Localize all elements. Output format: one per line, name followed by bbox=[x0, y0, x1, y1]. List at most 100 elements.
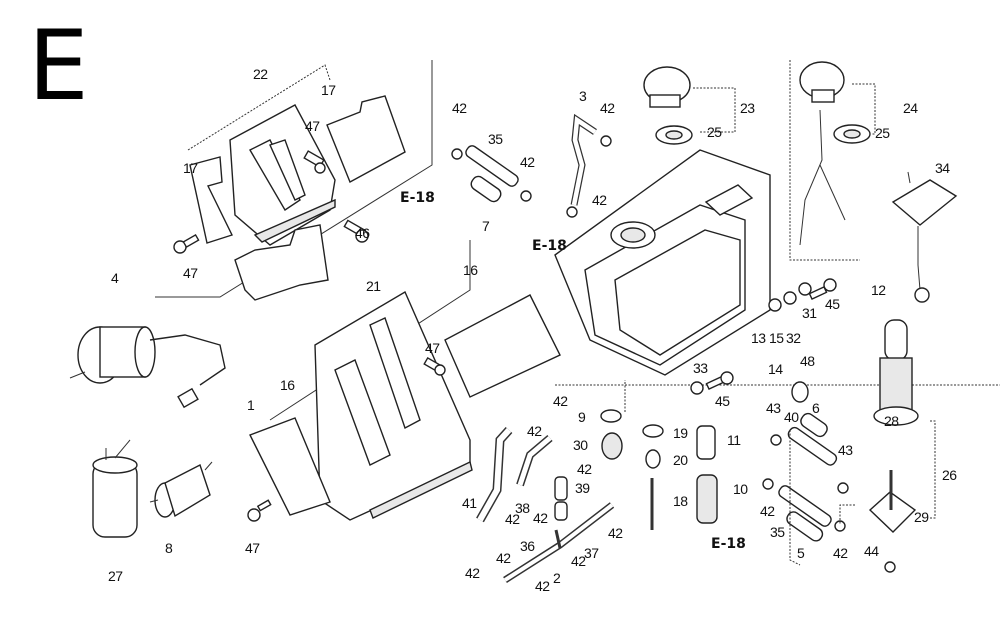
reference-e18: E-18 bbox=[400, 190, 435, 206]
callout-33: 33 bbox=[693, 360, 708, 376]
callout-21: 21 bbox=[366, 278, 381, 294]
callout-25: 25 bbox=[707, 124, 722, 140]
bolt-47-upper bbox=[303, 150, 326, 174]
clip-42-d bbox=[566, 206, 578, 218]
group-frame-top bbox=[187, 64, 331, 151]
clip-42-b bbox=[520, 190, 532, 202]
callout-3: 3 bbox=[579, 88, 587, 104]
callout-12: 12 bbox=[871, 282, 886, 298]
fuel-cap-23-drawing bbox=[643, 66, 691, 108]
fuel-cock-29-drawing bbox=[868, 470, 917, 533]
group-frame-upper bbox=[155, 60, 433, 298]
joint-30 bbox=[601, 432, 623, 460]
callout-22: 22 bbox=[253, 66, 268, 82]
pad-17-right bbox=[326, 95, 406, 183]
callout-42: 42 bbox=[760, 503, 775, 519]
hose-39b bbox=[554, 501, 568, 521]
hose-35-lower bbox=[778, 485, 832, 527]
callout-43: 43 bbox=[766, 400, 781, 416]
bracket-21-drawing bbox=[314, 290, 473, 521]
fuel-pump-4-drawing bbox=[69, 326, 226, 409]
strainer-10 bbox=[696, 474, 718, 524]
pad-17-left bbox=[189, 156, 233, 244]
hose-3-inner bbox=[571, 116, 597, 206]
strainer-28-drawing bbox=[873, 319, 919, 426]
pipe-5 bbox=[786, 511, 824, 542]
callout-7: 7 bbox=[482, 218, 490, 234]
callout-45: 45 bbox=[825, 296, 840, 312]
bracket-1-drawing bbox=[234, 224, 329, 301]
callout-42: 42 bbox=[553, 393, 568, 409]
callout-1: 1 bbox=[247, 397, 255, 413]
callout-39: 39 bbox=[575, 480, 590, 496]
callout-35: 35 bbox=[488, 131, 503, 147]
collar-15 bbox=[783, 291, 797, 305]
clip-42-p bbox=[834, 520, 846, 532]
callout-29: 29 bbox=[914, 509, 929, 525]
inline-filter-8-drawing bbox=[149, 461, 213, 518]
callout-4: 4 bbox=[111, 270, 119, 286]
callout-42: 42 bbox=[505, 511, 520, 527]
washer-33 bbox=[690, 381, 704, 395]
clip-42-a bbox=[451, 148, 463, 160]
callout-11: 11 bbox=[727, 432, 741, 448]
callout-16: 16 bbox=[463, 262, 478, 278]
callout-8: 8 bbox=[165, 540, 173, 556]
callout-42: 42 bbox=[496, 550, 511, 566]
clip-43-a bbox=[770, 434, 782, 446]
callout-34: 34 bbox=[935, 160, 950, 176]
callout-42: 42 bbox=[592, 192, 607, 208]
callout-9: 9 bbox=[578, 409, 586, 425]
callout-42: 42 bbox=[577, 461, 592, 477]
callout-31: 31 bbox=[802, 305, 817, 321]
group-frame-gauge bbox=[789, 60, 860, 261]
callout-30: 30 bbox=[573, 437, 588, 453]
pad-16-right bbox=[444, 294, 561, 398]
callout-32: 32 bbox=[786, 330, 801, 346]
washer-13 bbox=[768, 298, 782, 312]
callout-42: 42 bbox=[533, 510, 548, 526]
callout-42: 42 bbox=[535, 578, 550, 594]
callout-23: 23 bbox=[740, 100, 755, 116]
callout-35: 35 bbox=[770, 524, 785, 540]
hose-35-upper bbox=[465, 145, 519, 187]
screw-44 bbox=[884, 561, 896, 573]
spring-20 bbox=[645, 449, 661, 469]
callout-27: 27 bbox=[108, 568, 123, 584]
grommet-9 bbox=[600, 409, 622, 423]
callout-28: 28 bbox=[884, 413, 899, 429]
callout-16: 16 bbox=[280, 377, 295, 393]
callout-19: 19 bbox=[673, 425, 688, 441]
callout-44: 44 bbox=[864, 543, 879, 559]
clip-43-b bbox=[837, 482, 849, 494]
callout-14: 14 bbox=[768, 361, 783, 377]
callout-18: 18 bbox=[673, 493, 688, 509]
pipe-7 bbox=[470, 175, 502, 203]
callout-42: 42 bbox=[520, 154, 535, 170]
callout-46: 46 bbox=[355, 225, 370, 241]
reference-e18: E-18 bbox=[711, 536, 746, 552]
cup-11 bbox=[696, 425, 716, 460]
reference-e18: E-18 bbox=[532, 238, 567, 254]
tee-2 bbox=[554, 529, 562, 549]
callout-47: 47 bbox=[305, 118, 320, 134]
callout-42: 42 bbox=[465, 565, 480, 581]
callout-40: 40 bbox=[784, 409, 799, 425]
callout-13: 13 bbox=[751, 330, 766, 346]
fuel-tank-drawing bbox=[554, 149, 771, 376]
callout-5: 5 bbox=[797, 545, 805, 561]
callout-48: 48 bbox=[800, 353, 815, 369]
callout-42: 42 bbox=[833, 545, 848, 561]
callout-24: 24 bbox=[903, 100, 918, 116]
pad-16-left bbox=[249, 417, 331, 516]
bolt-45-upper bbox=[808, 278, 837, 301]
bolt-47-left bbox=[173, 233, 200, 254]
callout-26: 26 bbox=[942, 467, 957, 483]
callout-42: 42 bbox=[571, 553, 586, 569]
callout-20: 20 bbox=[673, 452, 688, 468]
bolt-46 bbox=[343, 219, 369, 243]
callout-45: 45 bbox=[715, 393, 730, 409]
callout-38: 38 bbox=[515, 500, 530, 516]
grommet-32 bbox=[798, 282, 812, 296]
